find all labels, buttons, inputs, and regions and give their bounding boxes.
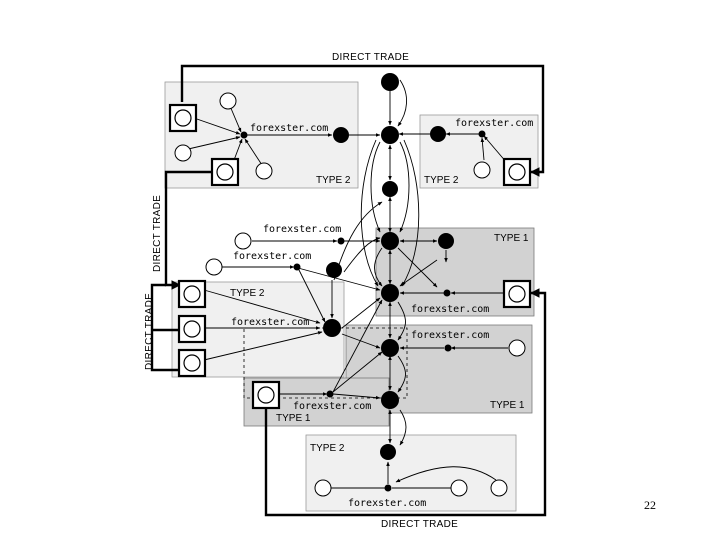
direct-trader-nodes — [168, 103, 532, 410]
hub-node — [381, 73, 399, 91]
hub-node — [381, 284, 399, 302]
broker-junction — [337, 237, 345, 245]
direct-trade-route-left — [164, 170, 212, 290]
trader-node — [473, 161, 491, 179]
broker-label: forexster.com — [231, 317, 309, 328]
broker-junction — [384, 484, 392, 492]
page-number: 22 — [644, 498, 656, 512]
broker-junction — [293, 263, 301, 271]
broker-label: forexster.com — [455, 118, 533, 129]
hub-nodes — [323, 73, 454, 460]
direct-trade-label-left: DIRECT TRADE — [152, 195, 163, 272]
broker-label: forexster.com — [233, 251, 311, 262]
dashed-outline — [243, 327, 408, 399]
hub-node — [326, 262, 342, 278]
direct-trader-node — [168, 103, 198, 133]
hub-node — [380, 444, 396, 460]
broker-label: forexster.com — [293, 401, 371, 412]
direct-trade-label-bottom: DIRECT TRADE — [381, 519, 458, 530]
trader-node — [174, 144, 192, 162]
direct-trader-node — [177, 314, 207, 344]
hub-node — [438, 233, 454, 249]
broker-junction — [443, 289, 451, 297]
trader-node — [314, 479, 332, 497]
direct-trade-route-top — [180, 64, 545, 177]
hub-node — [381, 339, 399, 357]
direct-trader-node — [502, 157, 532, 187]
trader-node — [490, 479, 508, 497]
market-type-label: TYPE 2 — [424, 175, 459, 186]
broker-label: forexster.com — [411, 304, 489, 315]
broker-junction — [240, 131, 248, 139]
trader-node — [255, 162, 273, 180]
broker-label: forexster.com — [263, 224, 341, 235]
labels: DIRECT TRADE DIRECT TRADE DIRECT TRADE D… — [144, 52, 656, 530]
hub-node — [381, 391, 399, 409]
trader-node — [219, 92, 237, 110]
broker-junction — [326, 390, 334, 398]
market-regions — [164, 81, 539, 512]
hub-node — [323, 319, 341, 337]
market-type-label: TYPE 2 — [316, 175, 351, 186]
hub-node — [333, 127, 349, 143]
hub-node — [382, 181, 398, 197]
direct-trade-route-far-left — [150, 293, 180, 372]
broker-junction — [478, 130, 486, 138]
hub-node — [381, 232, 399, 250]
direct-trade-label-far-left: DIRECT TRADE — [144, 293, 155, 370]
trader-node — [234, 232, 252, 250]
market-type-label: TYPE 2 — [310, 443, 345, 454]
market-type-label: TYPE 1 — [494, 233, 529, 244]
direct-trader-node — [251, 380, 281, 410]
trader-node — [450, 479, 468, 497]
trader-node — [205, 258, 223, 276]
trade-edges — [183, 73, 508, 489]
trader-nodes — [174, 92, 526, 497]
direct-trade-route-join — [150, 283, 166, 293]
trader-node — [508, 339, 526, 357]
market-type-label: TYPE 1 — [276, 413, 311, 424]
broker-label: forexster.com — [250, 123, 328, 134]
direct-trader-node — [502, 279, 532, 309]
market-type-label: TYPE 2 — [230, 288, 265, 299]
direct-trader-node — [177, 348, 207, 378]
broker-junction — [444, 344, 452, 352]
hub-node — [430, 126, 446, 142]
market-type-label: TYPE 1 — [490, 400, 525, 411]
broker-junctions — [240, 130, 486, 492]
direct-trader-node — [177, 279, 207, 309]
hub-node — [381, 126, 399, 144]
broker-label: forexster.com — [411, 330, 489, 341]
broker-label: forexster.com — [348, 498, 426, 509]
direct-trader-node — [210, 157, 240, 187]
region-type2-bottom — [305, 434, 517, 512]
direct-trade-label-top: DIRECT TRADE — [332, 52, 409, 63]
